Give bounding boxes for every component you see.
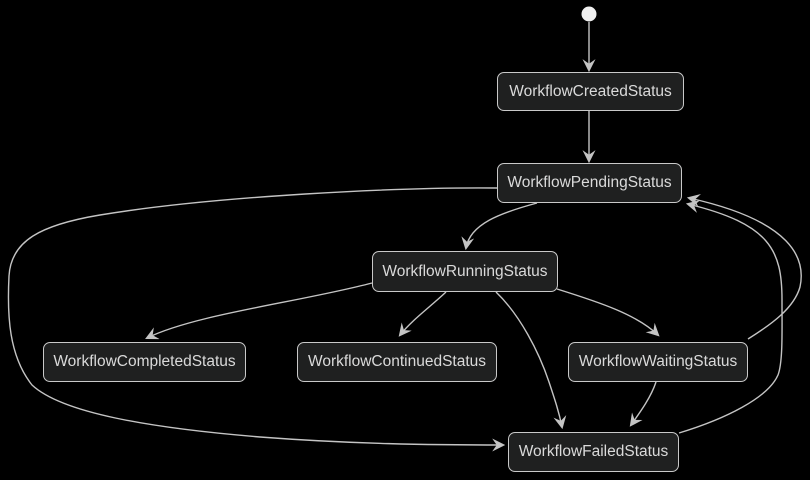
edge-running-to-continued [398,291,447,337]
state-node-workflow-running: WorkflowRunningStatus [372,251,558,292]
edge-waiting-to-pending [686,193,802,340]
state-node-workflow-waiting: WorkflowWaitingStatus [568,342,748,382]
state-label-workflow-pending: WorkflowPendingStatus [507,174,672,192]
state-label-workflow-continued: WorkflowContinuedStatus [307,353,487,371]
state-label-workflow-running: WorkflowRunningStatus [382,262,548,280]
state-node-workflow-failed: WorkflowFailedStatus [508,432,679,472]
edge-running-to-completed [145,282,373,340]
edge-pending-to-running [461,202,538,251]
edge-failed-to-pending [678,200,783,434]
state-label-workflow-waiting: WorkflowWaitingStatus [578,353,738,371]
state-node-workflow-continued: WorkflowContinuedStatus [297,342,497,382]
state-label-workflow-failed: WorkflowFailedStatus [518,443,669,461]
state-node-workflow-completed: WorkflowCompletedStatus [43,342,246,382]
edge-waiting-to-failed [629,381,657,427]
edge-running-to-waiting [556,288,660,337]
state-label-workflow-completed: WorkflowCompletedStatus [53,353,236,371]
edge-pending-to-failed [7,187,506,452]
edge-running-to-failed [495,291,567,430]
state-node-workflow-created: WorkflowCreatedStatus [497,72,684,111]
state-node-workflow-pending: WorkflowPendingStatus [497,163,682,203]
state-label-workflow-created: WorkflowCreatedStatus [509,82,672,100]
initial-state-dot [581,6,597,22]
